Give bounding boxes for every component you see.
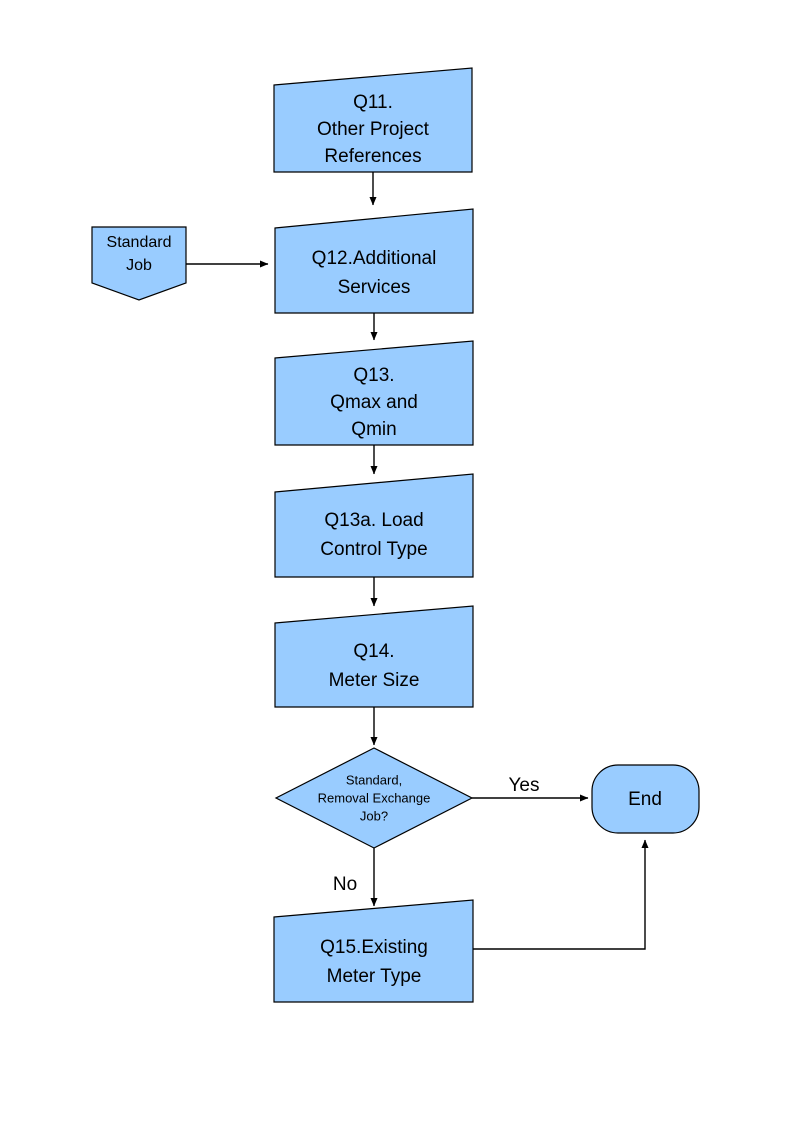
node-q13a-shape[interactable] bbox=[274, 473, 474, 578]
node-q15[interactable]: Q15.Existing Meter Type bbox=[273, 899, 474, 1003]
node-q13a-line-2: Control Type bbox=[320, 539, 427, 560]
node-q11-line-1: Q11. bbox=[353, 92, 393, 113]
edge-label-no: No bbox=[333, 874, 357, 895]
node-decision-shape[interactable] bbox=[274, 747, 474, 849]
node-q13[interactable]: Q13. Qmax and Qmin bbox=[274, 340, 474, 446]
node-standard-job-line-1: Standard bbox=[107, 234, 172, 251]
edges-layer bbox=[186, 172, 649, 950]
node-q15-line-2: Meter Type bbox=[327, 966, 422, 987]
node-q11-line-3: References bbox=[324, 146, 421, 167]
node-q14-shape[interactable] bbox=[274, 605, 474, 708]
node-q12-line-2: Services bbox=[338, 277, 411, 298]
node-q14-line-1: Q14. bbox=[353, 641, 394, 662]
node-standard-job-shape[interactable] bbox=[91, 226, 187, 301]
node-q11-shape[interactable] bbox=[273, 67, 473, 173]
node-decision[interactable]: Standard, Removal Exchange Job? bbox=[274, 747, 474, 849]
node-end-label: End bbox=[628, 789, 662, 810]
node-end[interactable]: End bbox=[591, 764, 700, 834]
edge-q15-to-end bbox=[473, 839, 649, 950]
node-q13-line-2: Qmax and bbox=[330, 392, 418, 413]
node-q14[interactable]: Q14. Meter Size bbox=[274, 605, 474, 708]
node-standard-job[interactable]: Standard Job bbox=[91, 226, 187, 301]
node-decision-line-2: Removal Exchange bbox=[318, 790, 431, 805]
node-q13a[interactable]: Q13a. Load Control Type bbox=[274, 473, 474, 578]
node-q13a-line-1: Q13a. Load bbox=[324, 510, 423, 531]
node-q11[interactable]: Q11. Other Project References bbox=[273, 67, 473, 173]
node-q12[interactable]: Q12.Additional Services bbox=[274, 208, 474, 314]
node-q14-line-2: Meter Size bbox=[329, 670, 420, 691]
node-decision-line-3: Job? bbox=[360, 808, 388, 823]
node-q12-line-1: Q12.Additional bbox=[312, 248, 437, 269]
node-q15-line-1: Q15.Existing bbox=[320, 937, 428, 958]
node-q11-line-2: Other Project bbox=[317, 119, 430, 140]
node-q12-shape[interactable] bbox=[274, 208, 474, 314]
node-q15-shape[interactable] bbox=[273, 899, 474, 1003]
node-q13-shape[interactable] bbox=[274, 340, 474, 446]
node-q13-line-3: Qmin bbox=[351, 419, 396, 440]
node-decision-line-1: Standard, bbox=[346, 772, 402, 787]
edge-labels-layer: Yes No bbox=[333, 775, 540, 895]
edge-label-yes: Yes bbox=[509, 775, 540, 796]
node-end-shape[interactable] bbox=[591, 764, 700, 834]
node-standard-job-line-2: Job bbox=[126, 257, 152, 274]
node-q13-line-1: Q13. bbox=[353, 365, 394, 386]
